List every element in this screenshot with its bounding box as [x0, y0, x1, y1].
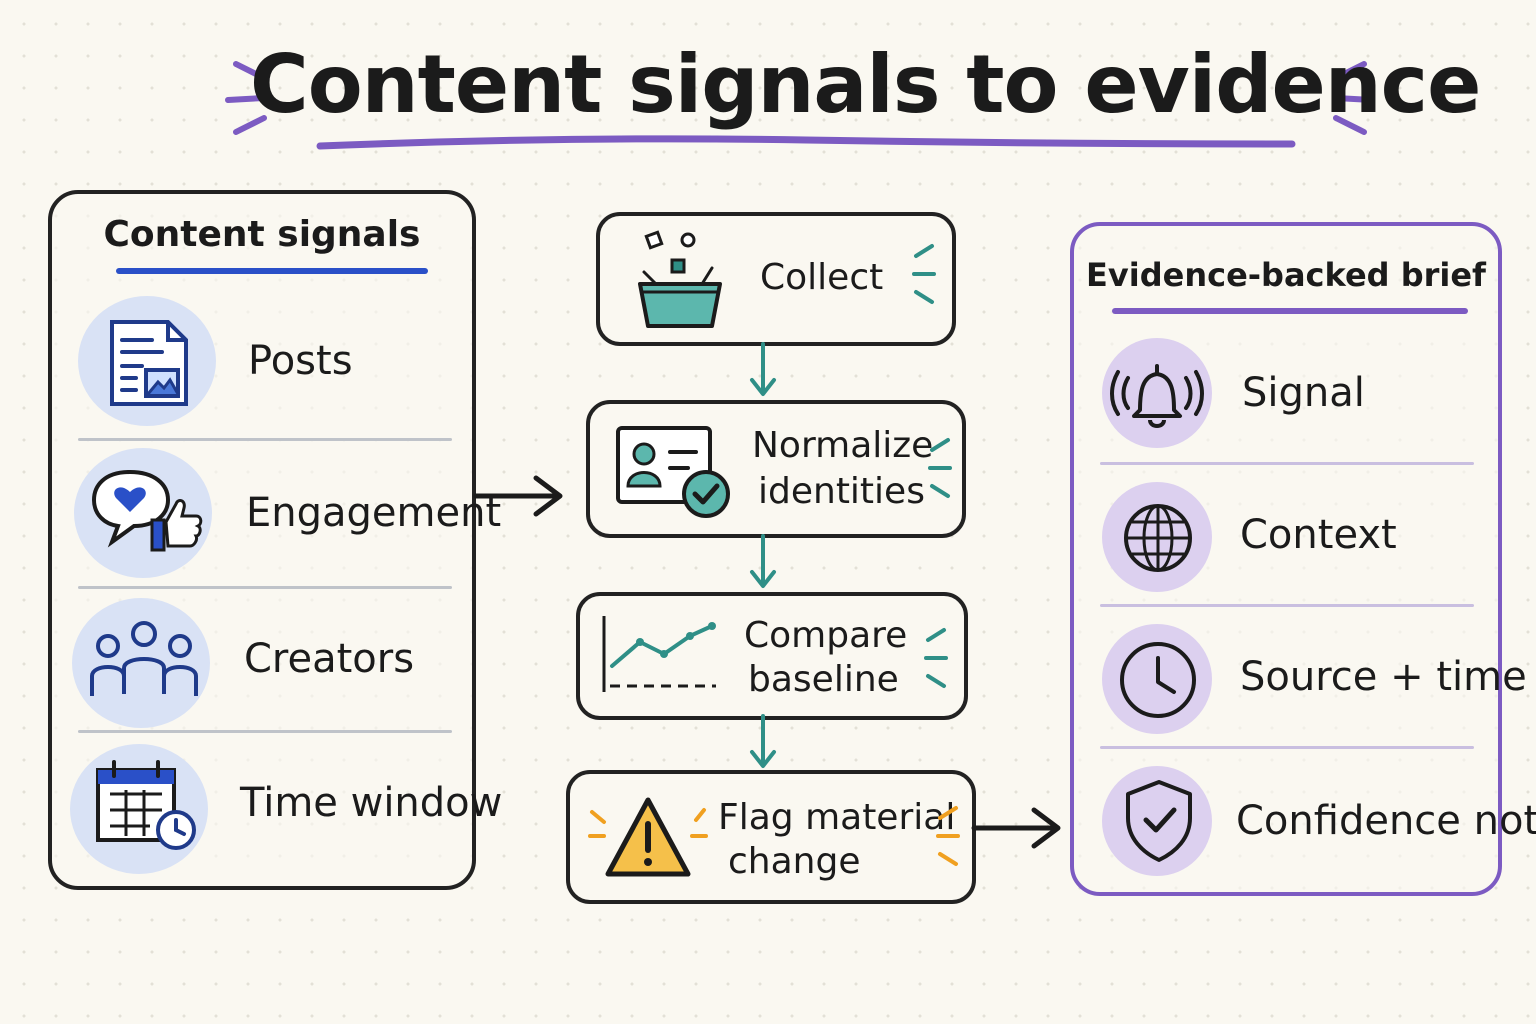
step-compare: Compare baseline	[576, 592, 968, 720]
step-compare-label-line2: baseline	[748, 659, 899, 700]
creators-label: Creators	[244, 636, 415, 682]
content-signals-panel: Content signals Posts Engagement Creator…	[48, 190, 502, 890]
clock-icon	[1120, 642, 1196, 718]
step-flag-label-line1: Flag material	[718, 797, 956, 838]
left-divider-3	[78, 730, 452, 733]
title-sparks-right	[1333, 61, 1375, 135]
step-collect-label: Collect	[760, 257, 884, 298]
confidence-note-label: Confidence note	[1236, 798, 1536, 844]
step-normalize: Normalize identities	[586, 400, 966, 538]
step-normalize-label-line1: Normalize	[752, 425, 934, 466]
step-collect-sparks	[912, 244, 936, 304]
title-sparks-left	[225, 61, 267, 135]
evidence-brief-panel: Evidence-backed brief Signal Context Sou…	[1070, 222, 1536, 896]
arrow-collect-to-normalize	[750, 342, 776, 396]
creators-icon-bg	[72, 598, 210, 728]
signal-label: Signal	[1242, 370, 1365, 416]
step-flag: Flag material change	[566, 770, 976, 904]
content-signals-title: Content signals	[103, 214, 421, 255]
engagement-label: Engagement	[246, 490, 502, 536]
calendar-clock-icon	[96, 760, 196, 850]
right-divider-1	[1100, 462, 1474, 465]
content-signals-underline	[116, 268, 428, 274]
arrow-to-brief	[971, 807, 1061, 849]
right-divider-2	[1100, 604, 1474, 607]
page-title: Content signals to evidence	[250, 38, 1481, 131]
step-collect: Collect	[596, 212, 956, 346]
heart-like-icon	[91, 469, 203, 552]
globe-icon	[1124, 504, 1192, 572]
people-icon	[90, 621, 198, 696]
right-divider-3	[1100, 746, 1474, 749]
title-underline	[316, 135, 1296, 150]
basket-icon	[638, 230, 722, 328]
step-normalize-label-line2: identities	[758, 471, 925, 512]
step-compare-label-line1: Compare	[744, 615, 908, 656]
step-flag-sparks	[936, 806, 960, 866]
posts-label: Posts	[248, 338, 353, 384]
left-divider-2	[78, 586, 452, 589]
evidence-brief-title: Evidence-backed brief	[1086, 256, 1486, 294]
source-time-label: Source + time	[1240, 654, 1527, 700]
step-flag-label-line2: change	[728, 841, 861, 882]
step-normalize-sparks	[928, 438, 952, 498]
arrow-to-process	[473, 475, 563, 517]
step-compare-sparks	[924, 628, 948, 688]
warning-icon	[588, 797, 708, 877]
shield-check-icon	[1126, 780, 1192, 862]
id-card-check-icon	[616, 426, 730, 518]
line-chart-icon	[602, 616, 716, 692]
evidence-brief-underline	[1112, 308, 1468, 314]
context-label: Context	[1240, 512, 1397, 558]
time-window-label: Time window	[240, 780, 503, 826]
arrow-normalize-to-compare	[750, 534, 776, 588]
signal-icon-bg	[1102, 338, 1212, 448]
left-divider-1	[78, 438, 452, 441]
document-image-icon	[110, 320, 188, 406]
bell-icon	[1110, 364, 1204, 428]
arrow-compare-to-flag	[750, 714, 776, 768]
